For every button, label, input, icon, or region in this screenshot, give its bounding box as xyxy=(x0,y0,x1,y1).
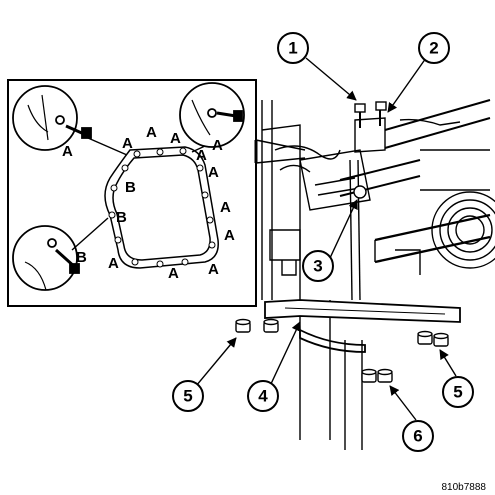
svg-text:1: 1 xyxy=(288,39,297,58)
figure-reference: 810b7888 xyxy=(442,482,487,493)
label-b: B xyxy=(125,179,136,196)
label-a: A xyxy=(168,265,179,282)
nut-left-1 xyxy=(235,318,251,333)
label-b: B xyxy=(116,209,127,226)
gasket-bolt-holes xyxy=(108,147,216,268)
svg-text:6: 6 xyxy=(413,427,422,446)
label-a: A xyxy=(224,227,235,244)
label-a: A xyxy=(196,147,207,164)
magnifier-top-right xyxy=(179,82,245,148)
inset-leaders xyxy=(71,137,206,251)
label-a: A xyxy=(108,255,119,272)
label-a: A xyxy=(122,135,133,152)
callout-5-left: 5 xyxy=(172,380,204,412)
crossmember xyxy=(264,299,461,353)
engine-frame-area xyxy=(261,99,495,450)
nuts xyxy=(235,318,449,383)
inset-box: A A A A A A A A A A A A B B B xyxy=(7,79,306,307)
callout-2: 2 xyxy=(418,32,450,64)
svg-text:3: 3 xyxy=(313,257,322,276)
label-a: A xyxy=(208,261,219,278)
callout-6: 6 xyxy=(402,420,434,452)
label-a: A xyxy=(146,124,157,141)
svg-text:2: 2 xyxy=(429,39,438,58)
label-b: B xyxy=(76,249,87,266)
label-a: A xyxy=(62,143,73,160)
label-a: A xyxy=(208,164,219,181)
nut-bottom-1 xyxy=(361,368,377,383)
nut-bottom-2 xyxy=(377,368,393,383)
label-a: A xyxy=(170,130,181,147)
svg-text:4: 4 xyxy=(258,387,268,406)
callout-leaders xyxy=(195,57,457,421)
svg-text:5: 5 xyxy=(453,383,462,402)
nut-left-2 xyxy=(263,318,279,333)
nut-right-2 xyxy=(433,332,449,347)
callout-3: 3 xyxy=(302,250,334,282)
callout-4: 4 xyxy=(247,380,279,412)
magnifier-bottom-left xyxy=(12,225,80,291)
callout-5-right: 5 xyxy=(442,376,474,408)
label-a: A xyxy=(212,137,223,154)
nut-right-1 xyxy=(417,330,433,345)
callout-1: 1 xyxy=(277,32,309,64)
inset-letters: A A A A A A A A A A A A B B B xyxy=(62,124,235,282)
svg-text:5: 5 xyxy=(183,387,192,406)
magnifier-top-left xyxy=(12,85,92,151)
label-a: A xyxy=(220,199,231,216)
